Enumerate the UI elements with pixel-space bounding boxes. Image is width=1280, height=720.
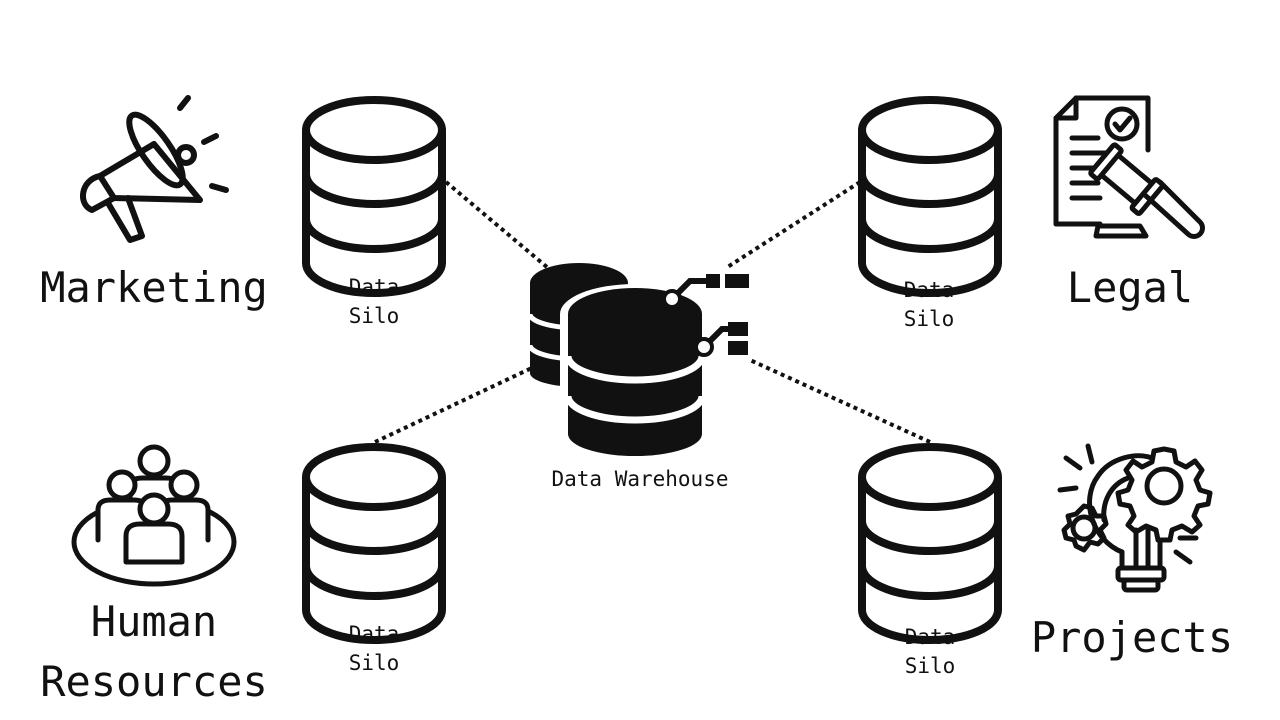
data-silo-top-left-icon bbox=[306, 100, 442, 293]
connector-hr-silo bbox=[374, 364, 537, 444]
data-silo-bottom-left-icon bbox=[306, 447, 442, 640]
data-silo-top-right-icon bbox=[862, 100, 998, 293]
connector-projects-silo bbox=[749, 358, 931, 444]
data-warehouse-icon bbox=[527, 263, 749, 468]
connector-lines bbox=[374, 180, 931, 444]
silo-label-bottom-left: Data Silo bbox=[348, 622, 400, 675]
front-database-icon bbox=[564, 288, 706, 456]
silo-label-top-right: Data Silo bbox=[903, 278, 955, 331]
legal-document-gavel-icon bbox=[1053, 95, 1205, 239]
department-label-legal: Legal bbox=[1066, 263, 1194, 312]
data-warehouse-label: Data Warehouse bbox=[551, 467, 729, 491]
department-label-projects: Projects bbox=[1030, 613, 1234, 662]
team-people-icon bbox=[71, 444, 237, 587]
silo-label-bottom-right: Data Silo bbox=[904, 625, 956, 678]
lightbulb-gears-icon bbox=[1057, 443, 1213, 593]
connector-marketing-silo bbox=[444, 180, 550, 270]
data-silo-bottom-right-icon bbox=[862, 447, 998, 640]
department-label-marketing: Marketing bbox=[40, 263, 268, 312]
connector-legal-silo bbox=[724, 180, 862, 270]
megaphone-icon bbox=[80, 95, 229, 243]
silo-label-top-left: Data Silo bbox=[348, 275, 400, 328]
department-label-human-resources: Human Resources bbox=[40, 597, 268, 706]
connector-plugs-icon bbox=[662, 274, 749, 357]
